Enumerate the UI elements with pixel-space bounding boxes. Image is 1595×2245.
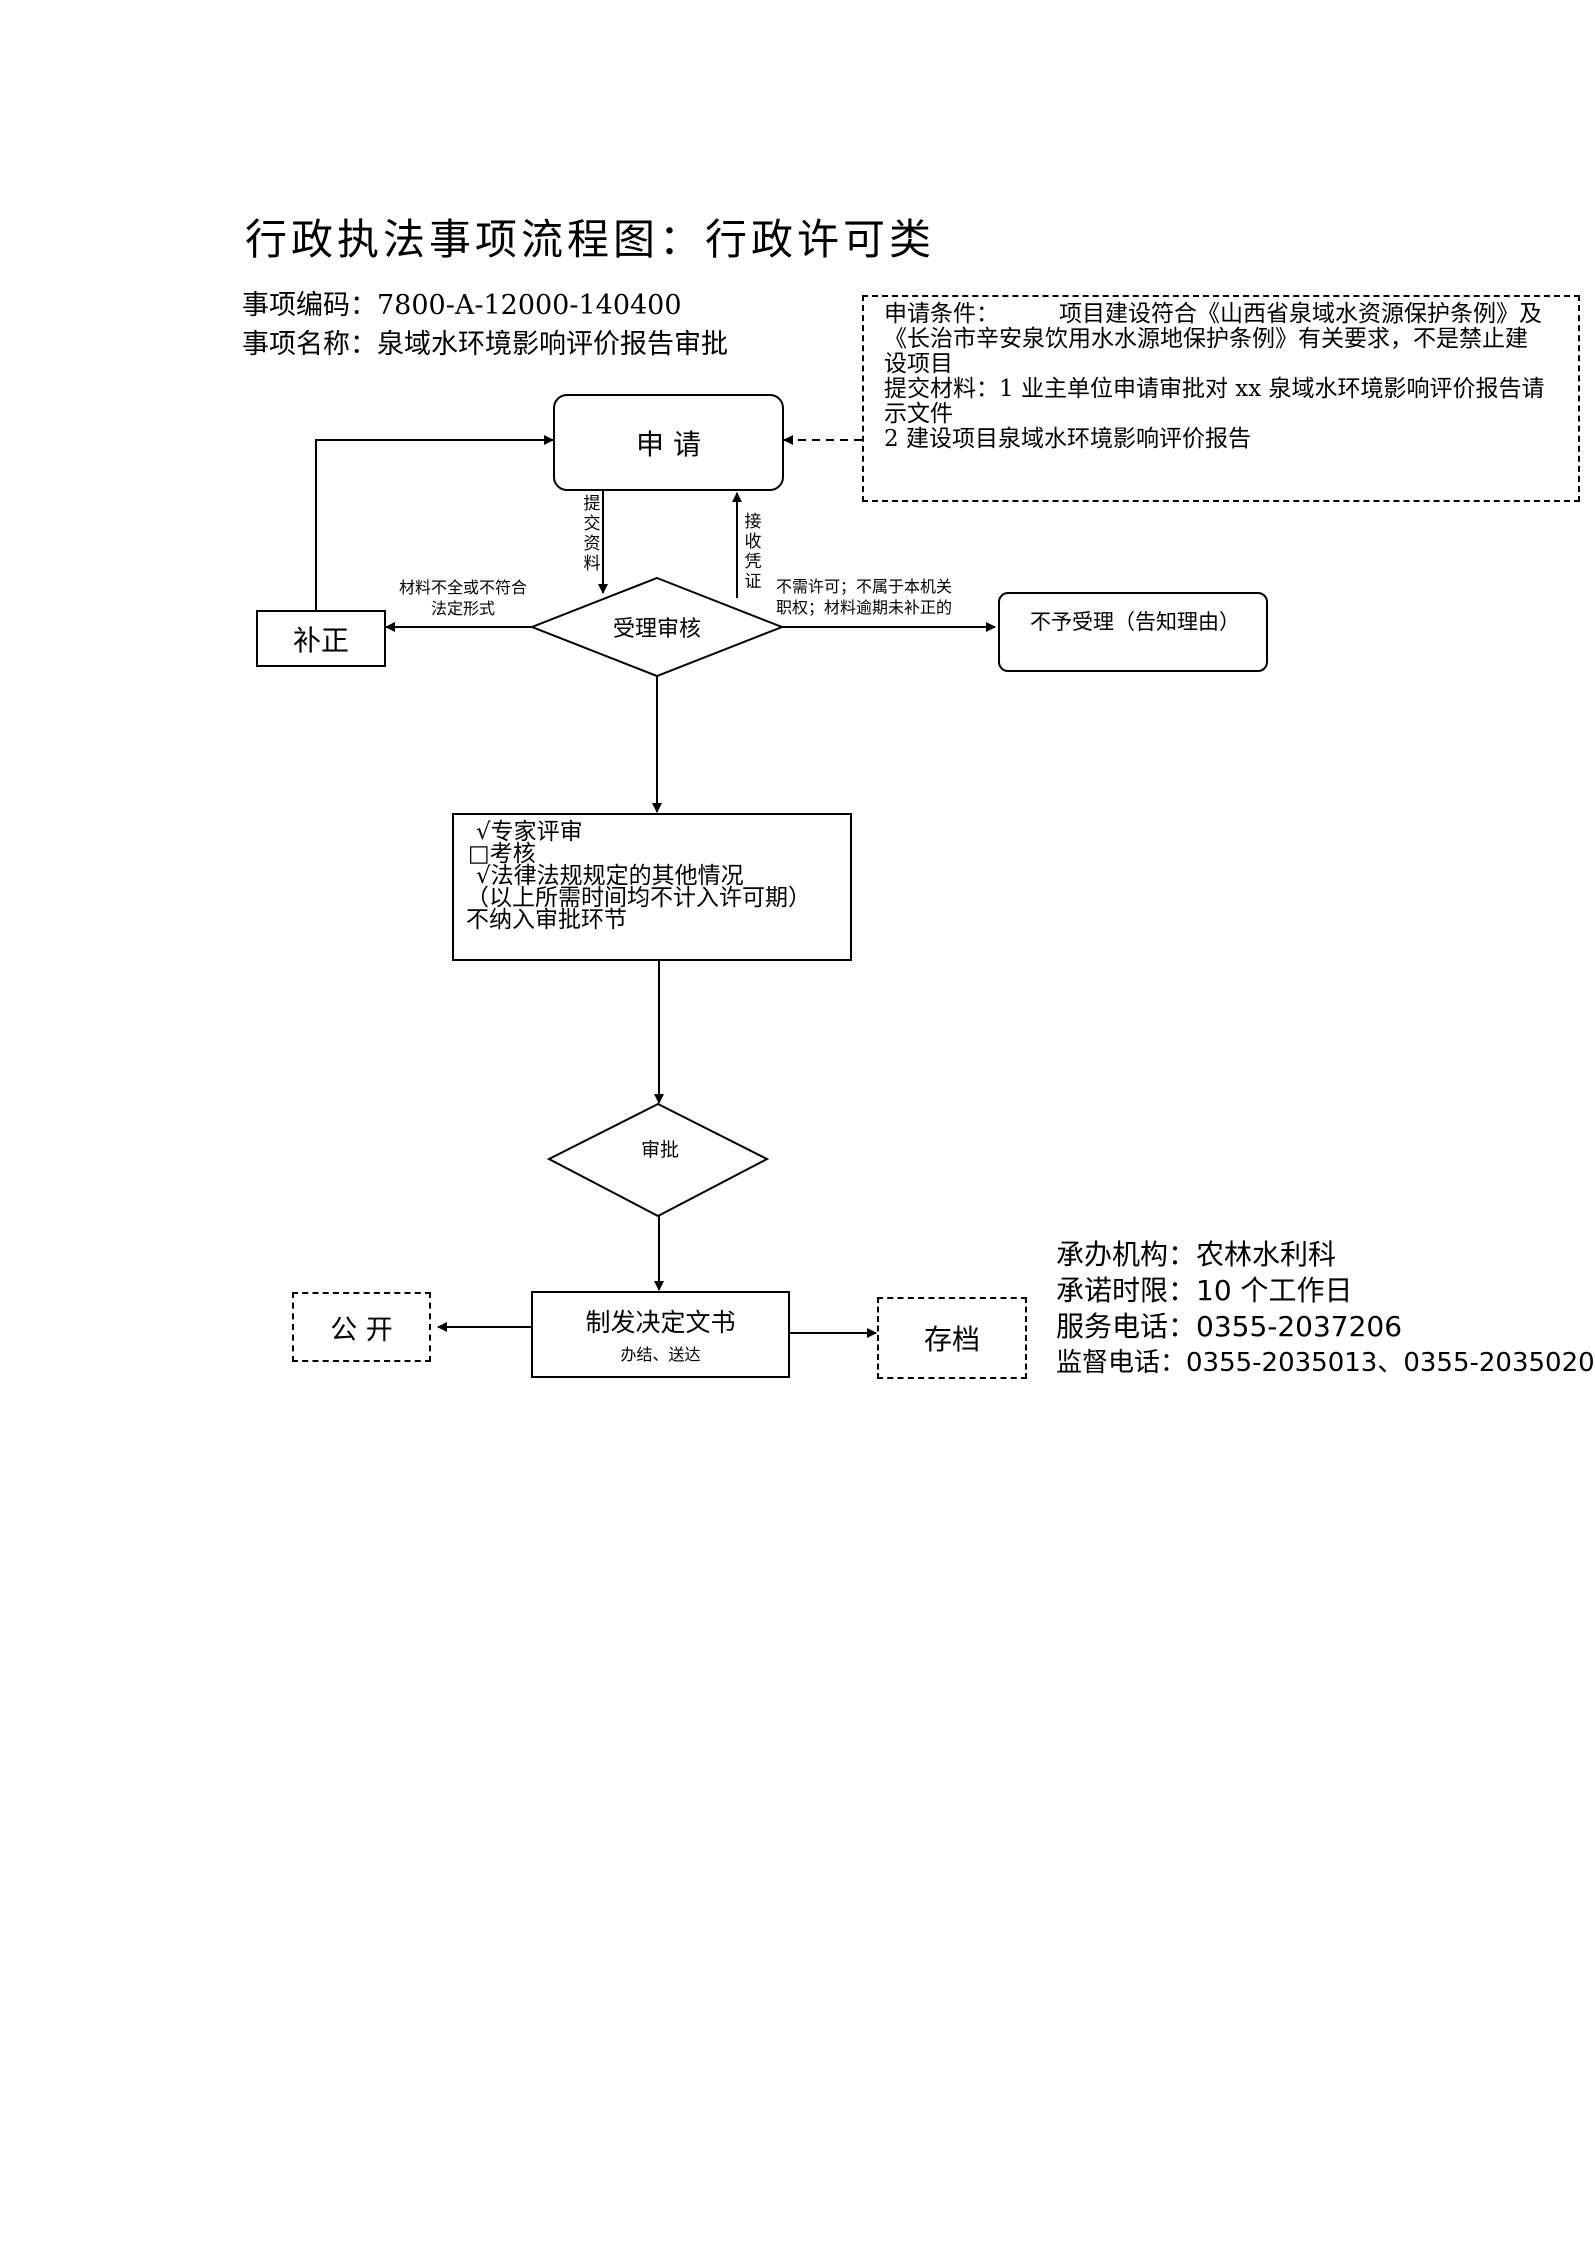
conditions-line4: 提交材料：1 业主单位申请审批对 xx 泉域水环境影响评价报告请 xyxy=(884,376,1545,402)
incomplete-label: 材料不全或不符合 法定形式 xyxy=(398,578,527,618)
conditions-label: 申请条件： xyxy=(884,301,999,327)
item-name: 事项名称：泉域水环境影响评价报告审批 xyxy=(242,329,728,360)
conditions-box: 申请条件： 项目建设符合《山西省泉域水资源保护条例》及 《长治市辛安泉饮用水水源地… xyxy=(862,295,1580,502)
archive-node: 存档 xyxy=(877,1297,1027,1379)
supervise-phone-info: 监督电话：0355-2035013、0355-2035020 xyxy=(1056,1348,1595,1378)
conditions-line5: 示文件 xyxy=(884,401,953,427)
page-title: 行政执法事项流程图：行政许可类 xyxy=(245,215,936,264)
expert-line4: （以上所需时间均不计入许可期） xyxy=(466,885,811,911)
conditions-line2: 《长治市辛安泉饮用水水源地保护条例》有关要求，不是禁止建 xyxy=(884,326,1528,352)
time-limit-info: 承诺时限：10 个工作日 xyxy=(1056,1274,1353,1307)
reject-node: 不予受理（告知理由） xyxy=(998,592,1268,672)
conditions-line6: 2 建设项目泉域水环境影响评价报告 xyxy=(884,426,1251,452)
review-label: 受理审核 xyxy=(612,617,701,642)
reject-label: 不予受理（告知理由） xyxy=(1030,610,1240,634)
receipt-label: 接收凭证 xyxy=(744,512,762,592)
apply-node: 申 请 xyxy=(553,394,784,491)
issue-sublabel: 办结、送达 xyxy=(620,1345,701,1364)
correct-node: 补正 xyxy=(256,610,386,667)
approve-label: 审批 xyxy=(640,1138,679,1161)
conditions-line3: 设项目 xyxy=(884,351,953,377)
item-code: 事项编码：7800-A-12000-140400 xyxy=(242,290,682,321)
apply-label: 申 请 xyxy=(636,427,701,461)
reject-reason-label: 不需许可；不属于本机关 职权；材料逾期未补正的 xyxy=(776,577,953,617)
conditions-line1: 项目建设符合《山西省泉域水资源保护条例》及 xyxy=(1059,301,1542,327)
issue-label: 制发决定文书 xyxy=(585,1308,736,1337)
publish-label: 公 开 xyxy=(330,1314,393,1346)
expert-line5: 不纳入审批环节 xyxy=(466,907,627,933)
correct-to-apply-arrow xyxy=(315,435,554,610)
agency-info: 承办机构：农林水利科 xyxy=(1056,1238,1337,1271)
service-phone-info: 服务电话：0355-2037206 xyxy=(1056,1310,1403,1343)
expert-line2: □考核 xyxy=(468,841,536,867)
publish-node: 公 开 xyxy=(292,1292,431,1362)
correct-label: 补正 xyxy=(292,623,349,657)
submit-label: 提交资料 xyxy=(583,494,601,574)
expert-review-node: √专家评审 □考核 √法律法规规定的其他情况 （以上所需时间均不计入许可期） 不… xyxy=(452,813,852,961)
archive-label: 存档 xyxy=(923,1323,980,1356)
expert-line3: √法律法规规定的其他情况 xyxy=(476,863,744,889)
issue-node: 制发决定文书 办结、送达 xyxy=(531,1291,790,1378)
expert-line1: √专家评审 xyxy=(476,819,583,845)
